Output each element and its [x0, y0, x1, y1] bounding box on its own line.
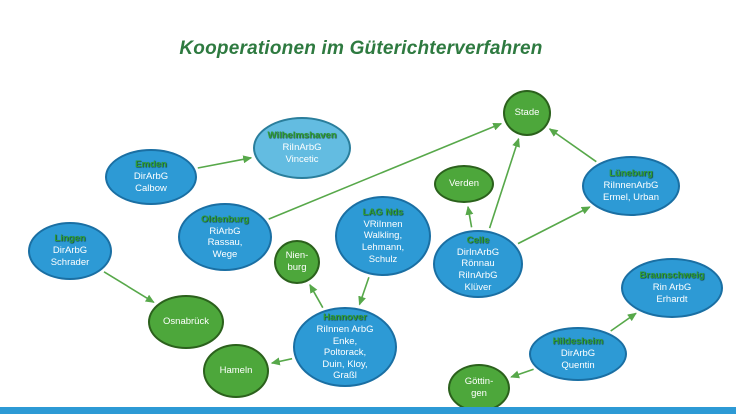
node-hameln-text-line: Hameln [219, 365, 253, 377]
arrow-hildesheim-to-goettingen [510, 368, 534, 379]
node-emden-text-line: DirArbG [133, 171, 169, 183]
node-nienburg: Nien-burg [274, 240, 320, 284]
node-hannover-title: Hannover [323, 312, 367, 324]
node-hannover-text-line: Poltorack, [323, 347, 367, 359]
node-celle-text-line: RiInArbG [458, 269, 498, 281]
node-oldenburg-text-line: Wege [212, 248, 238, 260]
node-wilhelmshaven-title: Wilhelmshaven [267, 130, 337, 142]
node-braunschweig-text-line: Rin ArbG [652, 282, 692, 294]
node-lag-nds-text-line: Walkling, [363, 230, 403, 242]
node-verden: Verden [434, 165, 494, 203]
node-hildesheim-text-line: Quentin [561, 359, 595, 371]
arrow-hildesheim-to-braunschweig [610, 312, 637, 332]
arrow-oldenburg-to-stade [268, 122, 503, 220]
node-hannover-text-line: RiInnen ArbG [316, 323, 374, 335]
node-nienburg-text-line: Nien- [285, 250, 309, 262]
arrow-hannover-to-nienburg [309, 283, 324, 309]
arrow-emden-to-wilhelmshaven [197, 155, 253, 169]
footer-bar [0, 407, 736, 414]
arrow-lag-nds-to-hannover [358, 277, 370, 306]
arrow-celle-to-verden [465, 205, 474, 228]
node-celle-text-line: Rönnau [461, 258, 495, 270]
node-hannover-text-line: Enke, [332, 335, 358, 347]
node-lingen-text-line: DirArbG [52, 245, 88, 257]
arrow-lingen-to-osnabrueck [103, 271, 155, 303]
node-emden-title: Emden [135, 159, 167, 171]
node-wilhelmshaven-text-line: Vincetic [285, 153, 319, 165]
node-lingen-title: Lingen [54, 233, 86, 245]
node-goettingen-text-line: gen [471, 388, 487, 399]
node-braunschweig-text-line: Erhardt [656, 293, 688, 305]
node-lag-nds-text-line: Lehmann, [361, 241, 405, 253]
node-oldenburg-title: Oldenburg [200, 213, 250, 225]
node-hildesheim-text-line: DirArbG [560, 348, 596, 360]
node-oldenburg-text-line: Rassau, [207, 237, 243, 249]
node-hildesheim-title: Hildesheim [552, 336, 604, 348]
node-celle-text-line: DirInArbG [456, 246, 500, 258]
node-lingen-text-line: Schrader [50, 256, 90, 268]
node-goettingen: Göttin-gen [448, 364, 510, 412]
node-hameln: Hameln [203, 344, 269, 398]
node-verden-text-line: Verden [448, 178, 480, 190]
node-stade: Stade [503, 90, 551, 136]
arrow-celle-to-stade [488, 137, 520, 229]
node-wilhelmshaven-text-line: RiInArbG [282, 142, 322, 154]
node-oldenburg-text-line: RiArbG [209, 225, 241, 237]
node-hannover-text-line: Graßl [333, 370, 357, 382]
node-lueneburg-text-line: Ermel, Urban [603, 191, 659, 203]
node-lag-nds-text-line: VRiInnen [363, 218, 403, 230]
node-celle-title: Celle [466, 234, 490, 246]
node-emden-text-line: Calbow [135, 182, 167, 194]
arrow-celle-to-lueneburg [517, 206, 591, 245]
slide-title: Kooperationen im Güterichterverfahren [179, 38, 543, 59]
node-braunschweig-title: Braunschweig [639, 270, 705, 282]
node-lag-nds-text-line: Schulz [368, 253, 398, 265]
node-lag-nds-title: LAG Nds [362, 206, 404, 218]
arrow-lueneburg-to-stade [548, 128, 597, 163]
node-nienburg-text-line: burg [287, 262, 307, 273]
arrow-hannover-to-hameln [270, 357, 293, 366]
node-celle-text-line: Klüver [464, 281, 492, 293]
node-hannover-text-line: Duin, Kloy, [322, 358, 368, 370]
node-osnabrueck: Osnabrück [148, 295, 224, 349]
node-lueneburg-title: Lüneburg [609, 168, 653, 180]
node-stade-text-line: Stade [514, 107, 540, 119]
node-osnabrueck-text-line: Osnabrück [163, 316, 209, 328]
node-goettingen-text-line: Göttin- [464, 376, 494, 388]
node-lueneburg-text-line: RiInnenArbG [603, 180, 659, 192]
